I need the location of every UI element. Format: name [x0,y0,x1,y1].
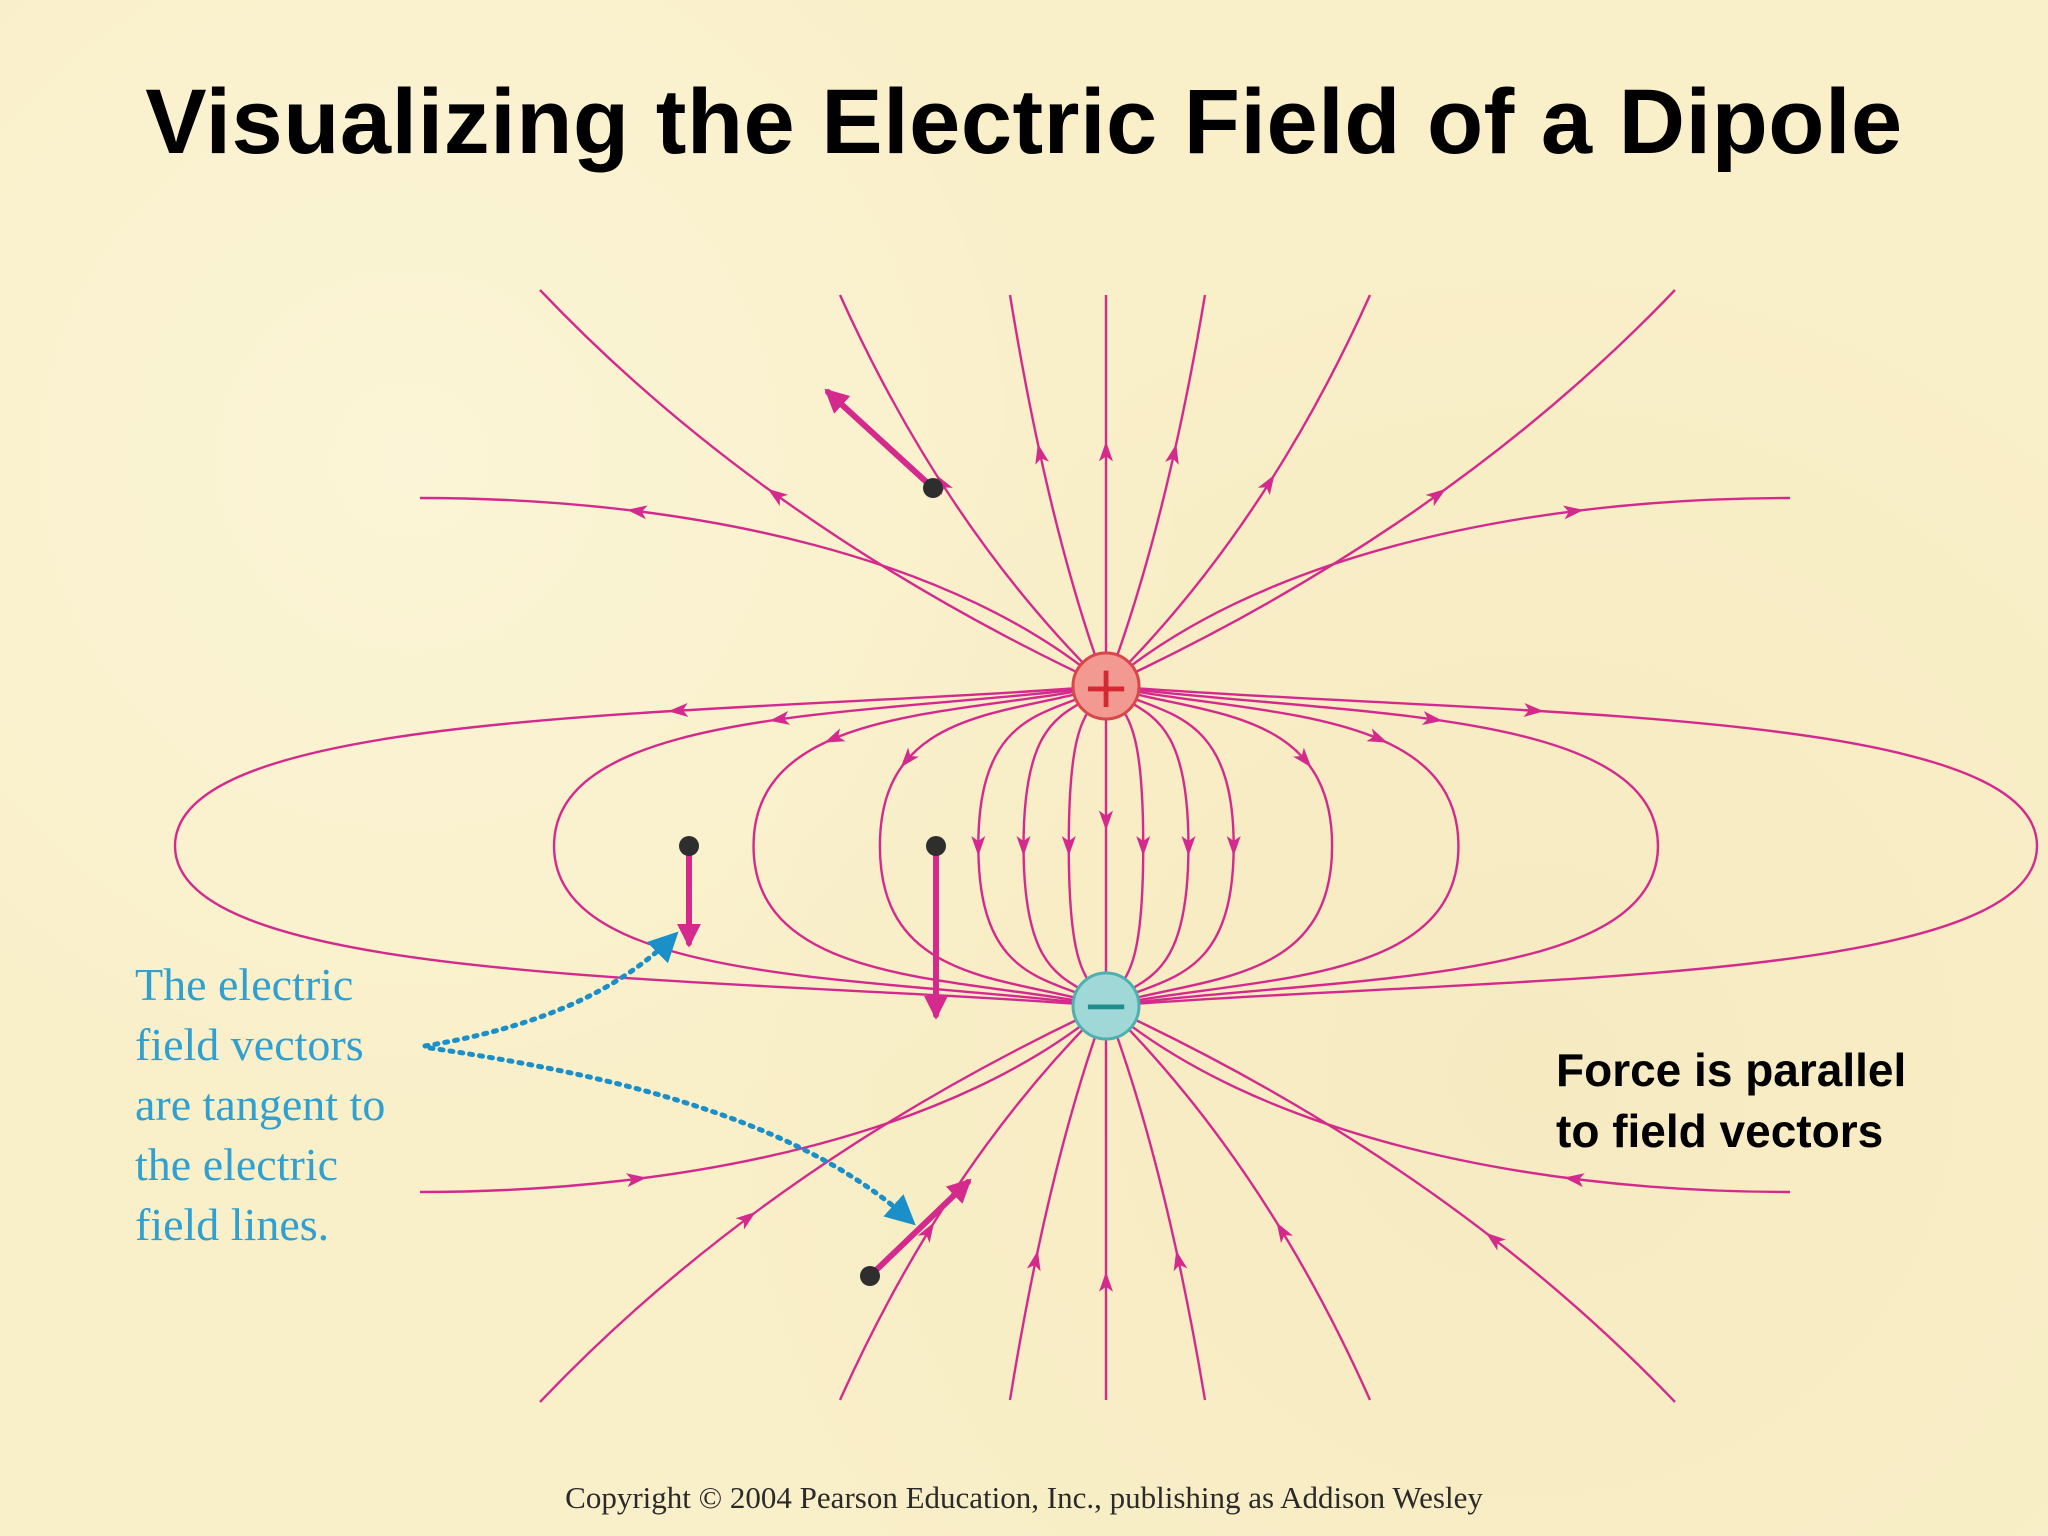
caption-line: field vectors [135,1019,364,1070]
field-line-arrowhead [767,488,789,507]
field-line-arrowhead [1181,835,1196,856]
field-vector-lower [867,1178,972,1279]
field-line-loop [173,684,1107,1008]
caption-line: The electric [135,959,354,1010]
field-line-arrowhead [1276,1222,1293,1244]
field-line-loop [1105,684,1460,1008]
positive-charge-symbol: + [1082,653,1131,721]
field-line-loop [1105,684,1334,1008]
test-points [679,478,946,1286]
field-line-outgoing [1008,294,1108,687]
field-line-loop [1105,684,1235,1008]
force-note: Force is parallel to field vectors [1556,1040,1906,1162]
field-line-loop [977,684,1107,1008]
test-point-left [679,836,699,856]
field-line-incoming [539,1004,1107,1403]
field-line-arrowhead [735,1211,756,1230]
field-line-arrowhead [1523,703,1544,717]
field-line-outgoing [1105,289,1676,688]
field-line-arrowhead [1421,711,1443,725]
caption-line: the electric [135,1139,339,1190]
field-line-arrowhead [1293,747,1312,768]
field-line-arrowhead [1026,1250,1041,1272]
slide-title: Visualizing the Electric Field of a Dipo… [145,71,1903,173]
field-line-incoming [1105,1004,1676,1403]
field-lines [173,289,2039,1403]
field-line-loop [552,684,1107,1008]
field-line-incoming [838,1005,1107,1401]
field-line-outgoing [419,496,1107,687]
field-line-incoming [419,1005,1107,1194]
field-line-arrowhead [1099,810,1113,831]
field-line-arrowhead [917,1222,935,1243]
field-line-arrowhead [668,703,689,717]
caption-line: are tangent to [135,1079,386,1130]
field-line-arrowhead [1562,505,1584,520]
field-line-loop [1105,684,1660,1008]
positive-charge: + [1071,651,1141,721]
force-note-line: to field vectors [1556,1105,1884,1157]
field-line-arrowhead [625,1173,647,1188]
pointer-arrow-lower [427,1045,916,1226]
pointer-arrow-upper [422,931,679,1049]
field-line-arrows [625,441,1585,1292]
field-line-arrowhead [1061,835,1076,856]
field-line-arrowhead [1016,835,1031,856]
field-line-arrowhead [1366,728,1388,743]
field-vectors [677,388,972,1279]
field-line-arrowhead [1099,441,1113,462]
field-line-incoming [1105,1005,1791,1194]
field-line-arrowhead [1226,835,1241,856]
field-line-outgoing [1105,294,1372,687]
field-line-outgoing [539,289,1107,688]
field-line-arrowhead [1425,488,1446,507]
test-point-upper [923,478,943,498]
field-line-outgoing [838,294,1107,687]
copyright-notice: Copyright © 2004 Pearson Education, Inc.… [565,1480,1483,1515]
field-line-arrowhead [626,505,648,520]
field-line-arrowhead [900,747,919,768]
caption-line: field lines. [135,1199,330,1250]
negative-charge: − [1071,971,1141,1041]
field-line-arrowhead [769,711,791,725]
field-line-arrowhead [1257,474,1275,496]
field-line-loop [878,684,1107,1008]
field-line-incoming [1008,1005,1108,1401]
field-line-arrowhead [1136,835,1151,856]
field-line-loop [1022,685,1107,1007]
field-line-loop [1105,684,2039,1008]
field-line-loop [1104,685,1145,1007]
field-line-arrowhead [1035,443,1049,465]
field-line-arrowhead [971,835,986,856]
tangent-caption: The electric field vectors are tangent t… [135,955,385,1255]
field-line-arrowhead [1485,1232,1506,1251]
field-vector-upper [824,388,936,491]
field-line-incoming [1105,1005,1372,1401]
field-line-outgoing [1105,496,1791,687]
test-point-middle [926,836,946,856]
force-note-line: Force is parallel [1556,1044,1907,1096]
field-line-arrowhead [1165,443,1179,465]
caption-pointers [422,931,916,1226]
field-line-arrowhead [1563,1173,1585,1188]
field-line-arrowhead [1099,1271,1113,1292]
field-line-loop [752,684,1107,1008]
field-line-arrowhead [824,728,846,743]
field-line-incoming [1104,1005,1207,1401]
field-line-arrowhead [1173,1250,1188,1272]
test-point-lower [860,1266,880,1286]
field-line-loop [1105,685,1190,1007]
negative-charge-symbol: − [1082,971,1131,1039]
field-line-outgoing [1104,294,1207,687]
field-line-loop [1067,685,1108,1007]
